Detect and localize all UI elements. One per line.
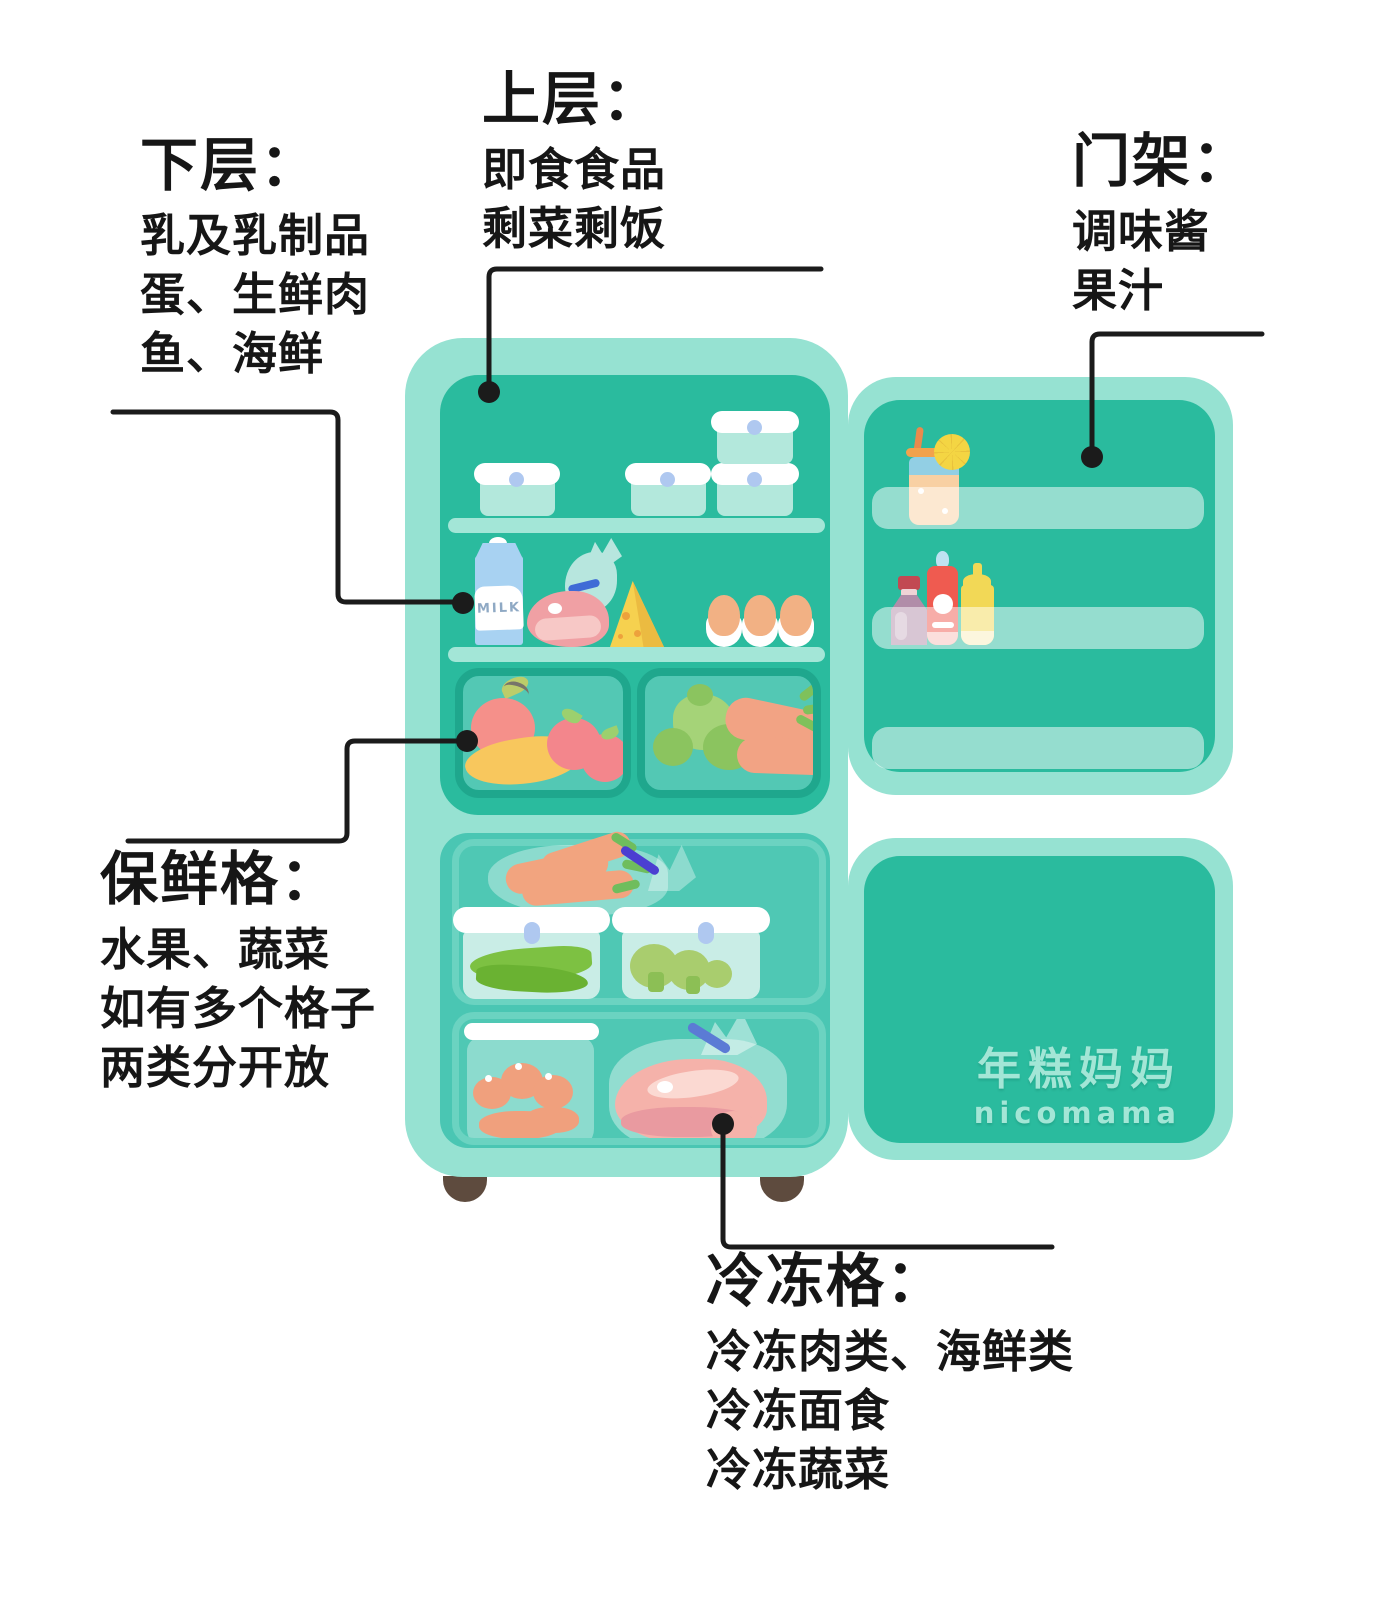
fridge-foot-left bbox=[443, 1176, 487, 1202]
label-door-rack-line: 调味酱 bbox=[1072, 205, 1211, 258]
label-lower-shelf-line: 蛋、生鲜肉 bbox=[140, 268, 371, 321]
label-freezer-line: 冷冻肉类、海鲜类 bbox=[706, 1325, 1075, 1378]
label-freezer-line: 冷冻蔬菜 bbox=[706, 1443, 891, 1496]
fridge-shelf-bar-middle bbox=[448, 647, 825, 662]
label-lower-shelf-line: 乳及乳制品 bbox=[140, 209, 371, 262]
door-lower-interior: 年糕妈妈 nicomama bbox=[864, 856, 1215, 1143]
label-upper-shelf-line: 即食食品 bbox=[482, 143, 667, 196]
label-crisper-line: 两类分开放 bbox=[100, 1041, 331, 1094]
carrot bbox=[736, 736, 813, 776]
watermark-chinese: 年糕妈妈 bbox=[977, 1044, 1181, 1095]
tomato bbox=[581, 734, 623, 782]
label-freezer-line: 冷冻面食 bbox=[706, 1384, 891, 1437]
milk-carton-label-band: MILK bbox=[474, 585, 524, 631]
crisper-drawer-vegetable bbox=[637, 668, 821, 798]
label-upper-shelf-title: 上层： bbox=[482, 65, 663, 133]
fridge-foot-right bbox=[760, 1176, 804, 1202]
leader-line-lower-shelf bbox=[110, 409, 456, 605]
fridge-shelf-bar-top bbox=[448, 518, 825, 533]
milk-text: MILK bbox=[476, 599, 522, 617]
door-rack-shelf-2 bbox=[872, 607, 1204, 649]
watermark: 年糕妈妈 nicomama bbox=[973, 1044, 1181, 1131]
label-crisper: 保鲜格： 水果、蔬菜 如有多个格子 两类分开放 bbox=[100, 844, 376, 1097]
label-upper-shelf-line: 剩菜剩饭 bbox=[482, 202, 667, 255]
label-lower-shelf-line: 鱼、海鲜 bbox=[140, 327, 325, 380]
watermark-latin: nicomama bbox=[973, 1096, 1181, 1130]
label-freezer-title: 冷冻格： bbox=[706, 1247, 947, 1315]
label-door-rack-title: 门架： bbox=[1072, 127, 1253, 195]
label-lower-shelf: 下层： 乳及乳制品 蛋、生鲜肉 鱼、海鲜 bbox=[140, 130, 370, 383]
label-door-rack-line: 果汁 bbox=[1072, 264, 1165, 317]
door-rack-shelf-1 bbox=[872, 487, 1204, 529]
freezer-drawer-bottom bbox=[452, 1012, 826, 1145]
lemon-slice bbox=[934, 434, 970, 470]
label-upper-shelf: 上层： 即食食品 剩菜剩饭 bbox=[482, 64, 666, 258]
label-crisper-line: 如有多个格子 bbox=[100, 982, 377, 1035]
label-crisper-line: 水果、蔬菜 bbox=[100, 923, 331, 976]
label-door-rack: 门架： 调味酱 果汁 bbox=[1072, 126, 1252, 320]
crisper-drawer-fruit bbox=[455, 668, 631, 798]
label-freezer: 冷冻格： 冷冻肉类、海鲜类 冷冻面食 冷冻蔬菜 bbox=[706, 1246, 1074, 1499]
door-rack-shelf-3 bbox=[872, 727, 1204, 769]
label-lower-shelf-title: 下层： bbox=[140, 131, 321, 199]
label-crisper-title: 保鲜格： bbox=[100, 845, 341, 913]
